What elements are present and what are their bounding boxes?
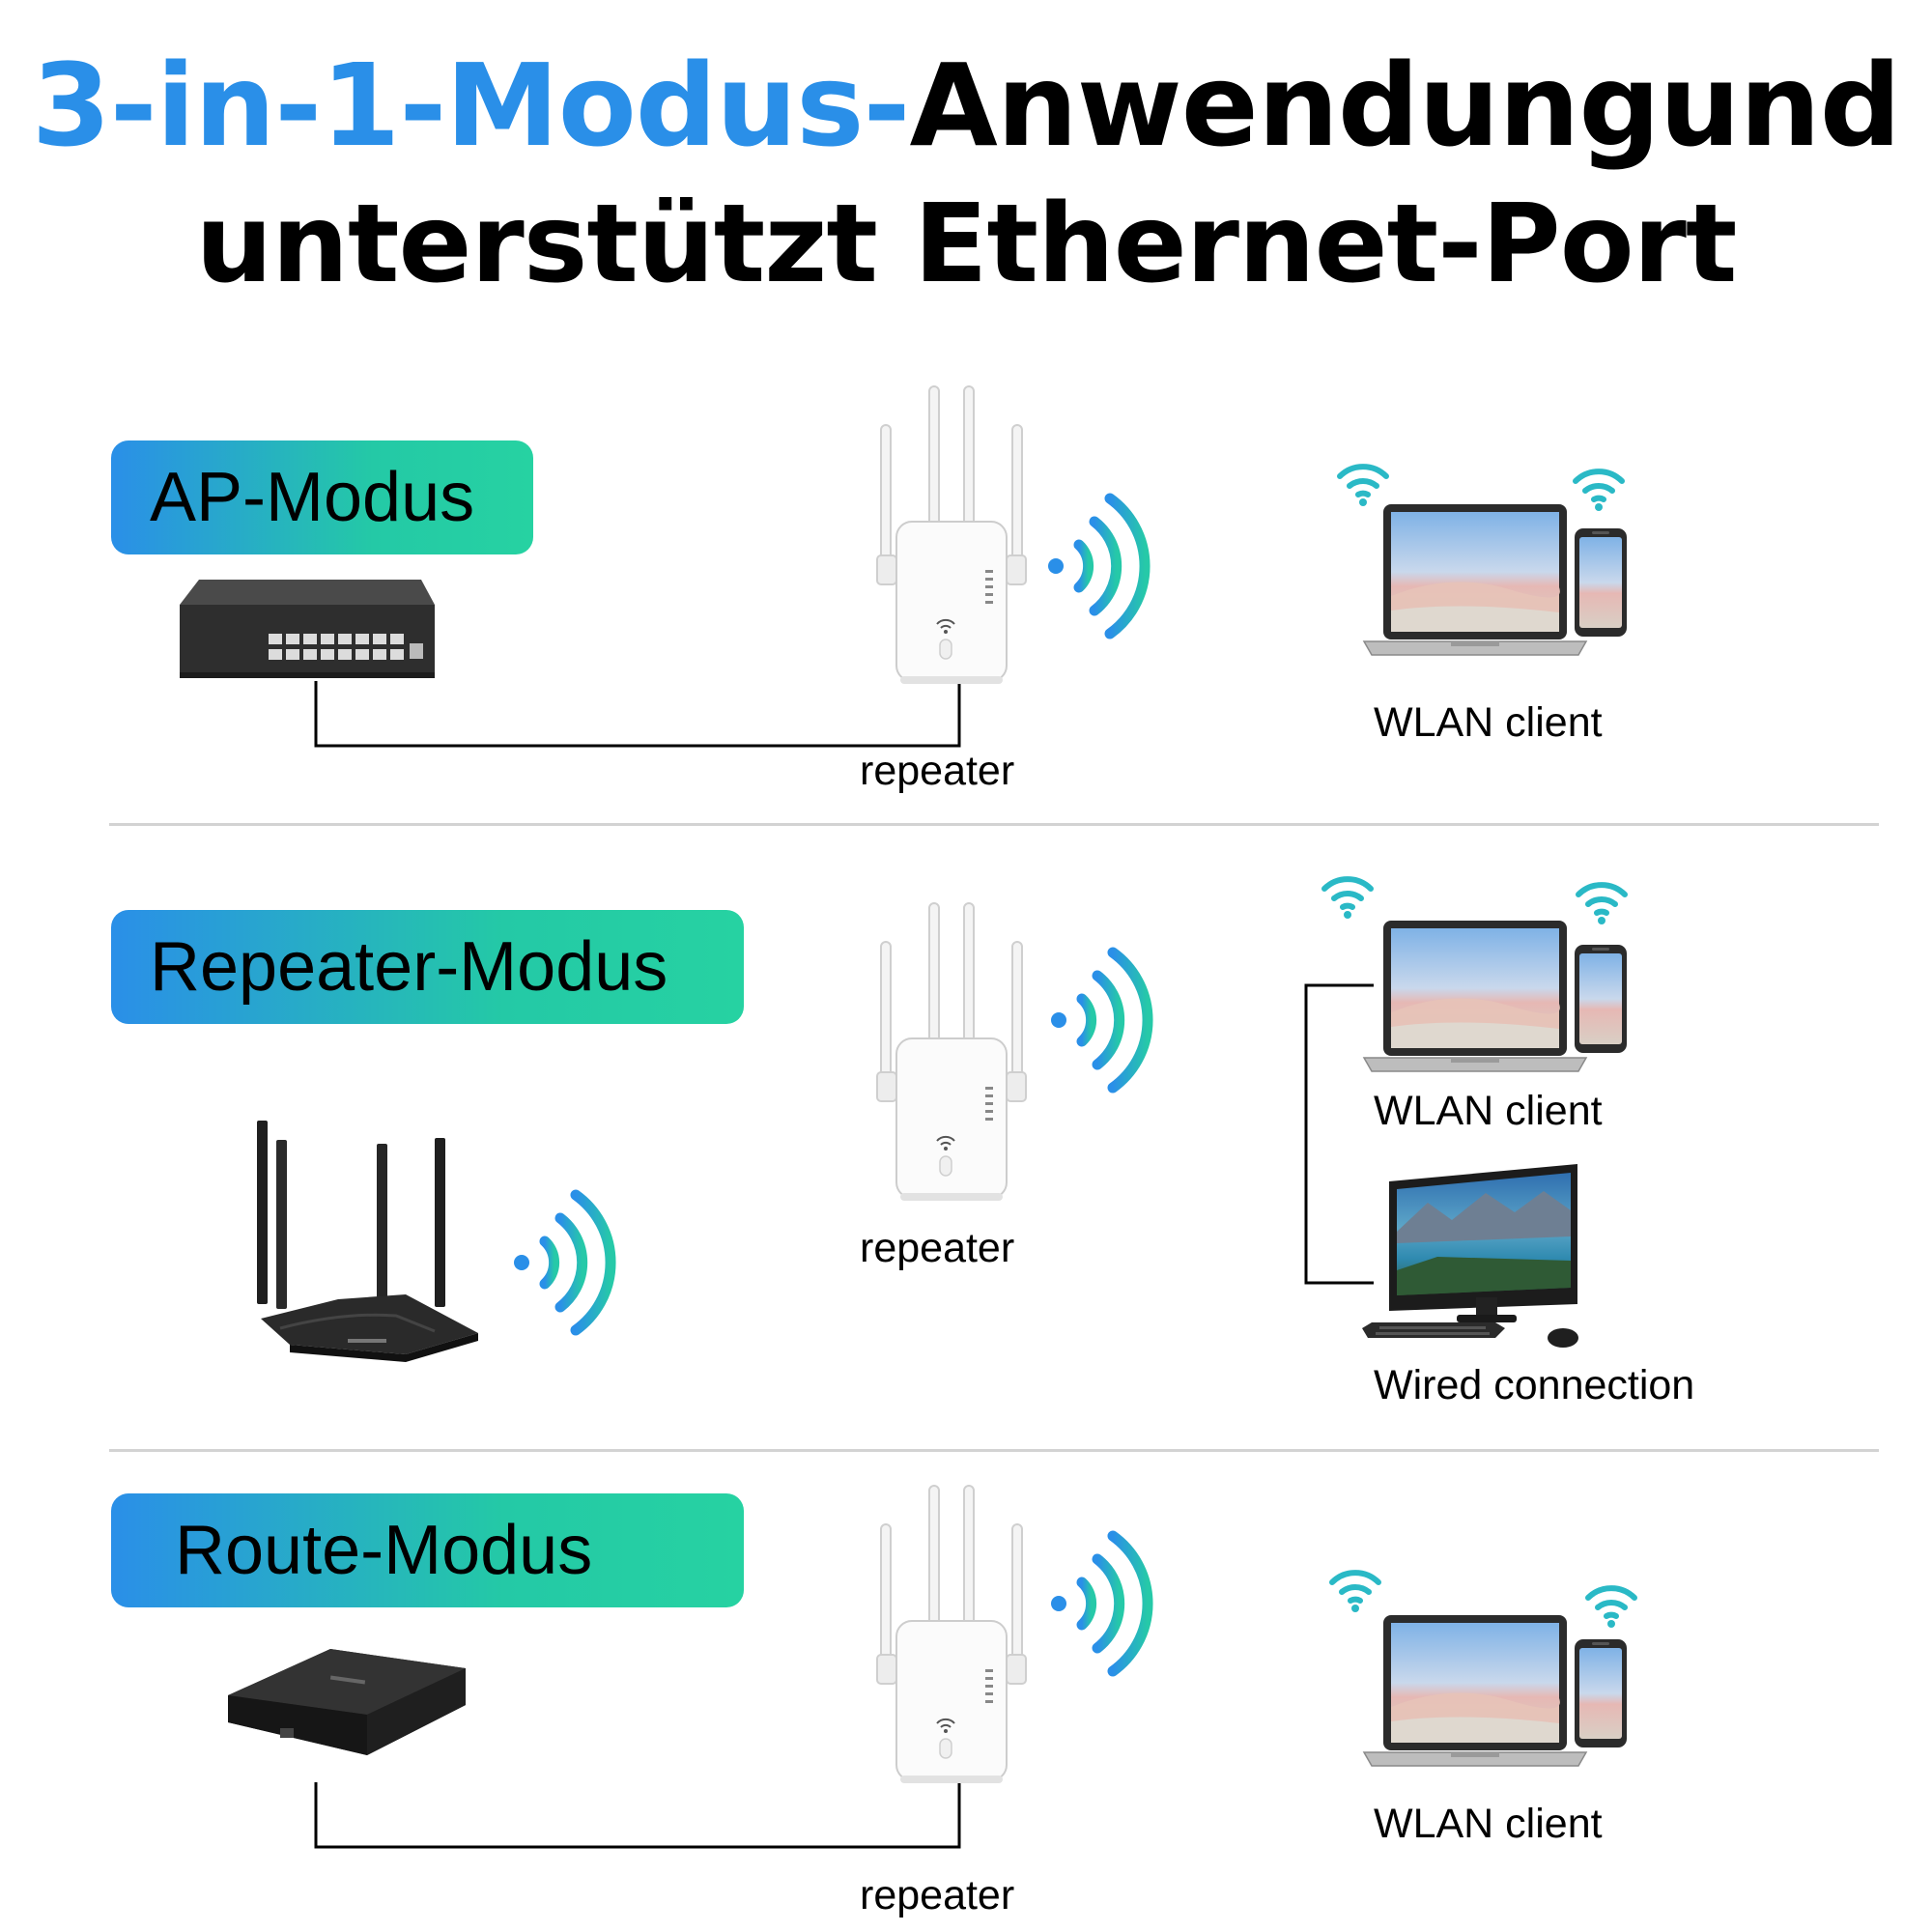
wifi-icon	[1321, 871, 1378, 920]
ethernet-cable-line	[314, 681, 961, 748]
page-title-line-1: 3-in-1-Modus-Anwendungund	[0, 39, 1932, 172]
connection-bracket-line	[1304, 983, 1374, 1285]
wifi-icon	[1575, 877, 1633, 925]
laptop-icon	[1363, 1614, 1628, 1767]
mode-badge-route: Route-Modus	[111, 1493, 744, 1607]
client-label-wlan: WLAN client	[1374, 1088, 1603, 1134]
ethernet-cable-line	[314, 1782, 961, 1849]
repeater-label: repeater	[860, 1225, 1015, 1271]
client-label-wired: Wired connection	[1374, 1362, 1695, 1408]
desktop-computer-icon	[1362, 1164, 1578, 1348]
repeater-icon	[876, 902, 1027, 1202]
section-divider	[109, 823, 1879, 826]
router-icon	[257, 1121, 478, 1362]
repeater-label: repeater	[860, 748, 1015, 794]
mode-badge-ap: AP-Modus	[111, 440, 533, 554]
repeater-icon	[876, 1485, 1027, 1784]
wifi-signal-icon	[1051, 1536, 1157, 1681]
title-highlight: 3-in-1-Modus-	[31, 39, 911, 172]
laptop-icon	[1363, 503, 1628, 656]
wifi-signal-icon	[1048, 498, 1154, 643]
wifi-signal-icon	[514, 1195, 620, 1340]
repeater-icon	[876, 385, 1027, 685]
wifi-icon	[1336, 459, 1394, 507]
title-rest: Anwendungund	[909, 39, 1901, 172]
repeater-label: repeater	[860, 1872, 1015, 1918]
laptop-icon	[1363, 920, 1628, 1072]
page-title-line-2: unterstützt Ethernet-Port	[195, 182, 1738, 307]
wifi-signal-icon	[1051, 952, 1157, 1097]
set-top-box-icon	[228, 1649, 466, 1755]
client-label-wlan: WLAN client	[1374, 1801, 1603, 1847]
client-label-wlan: WLAN client	[1374, 699, 1603, 746]
wifi-icon	[1328, 1565, 1386, 1613]
section-divider	[109, 1449, 1879, 1452]
switch-icon	[180, 580, 435, 678]
mode-badge-repeater: Repeater-Modus	[111, 910, 744, 1024]
